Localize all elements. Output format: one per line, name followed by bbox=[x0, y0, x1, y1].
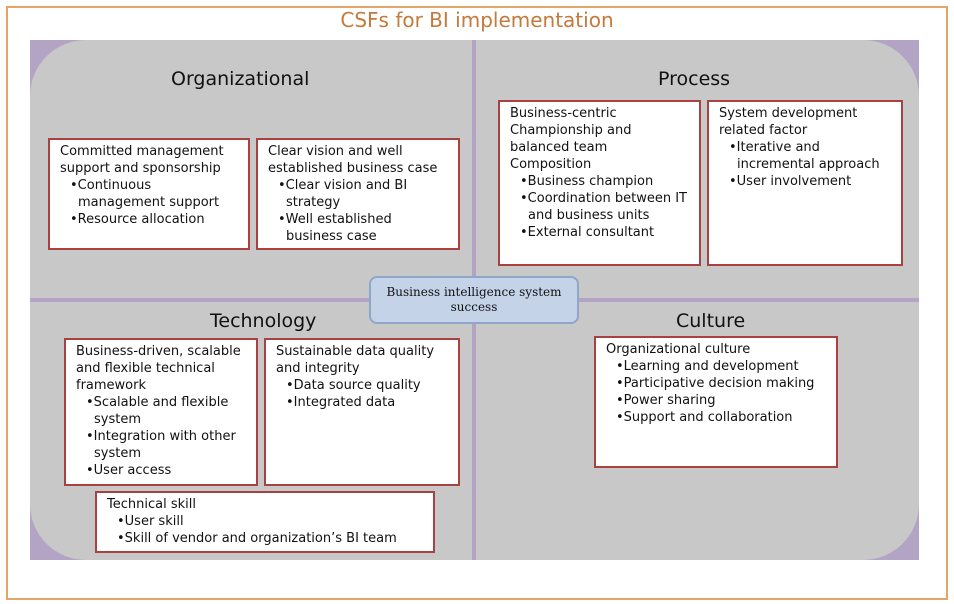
box-title: Organizational culture bbox=[606, 342, 751, 357]
box-title: Committed management support and sponsor… bbox=[60, 144, 224, 176]
list-item: Clear vision and BI strategy bbox=[268, 177, 448, 211]
list-item: Iterative and incremental approach bbox=[719, 139, 891, 173]
box-title: System development related factor bbox=[719, 106, 858, 138]
heading-process: Process bbox=[658, 68, 731, 90]
list-item: User skill bbox=[107, 513, 423, 530]
list-item: User access bbox=[76, 462, 246, 479]
list-item: Well established business case bbox=[268, 211, 448, 245]
heading-culture: Culture bbox=[676, 310, 746, 332]
box-technical-framework: Business-driven, scalable and flexible t… bbox=[64, 338, 258, 486]
list-item: Data source quality bbox=[276, 377, 448, 394]
box-title: Business-centric Championship and balanc… bbox=[510, 106, 632, 172]
box-data-quality: Sustainable data quality and integrity D… bbox=[264, 338, 460, 486]
list-item: User involvement bbox=[719, 173, 891, 190]
box-title: Clear vision and well established busine… bbox=[268, 144, 438, 176]
list-item: Support and collaboration bbox=[606, 409, 826, 426]
box-system-development: System development related factor Iterat… bbox=[707, 100, 903, 266]
box-title: Business-driven, scalable and flexible t… bbox=[76, 344, 241, 393]
list-item: Coordination between IT and business uni… bbox=[510, 190, 689, 224]
box-committed-management: Committed management support and sponsor… bbox=[48, 138, 250, 250]
heading-technology: Technology bbox=[210, 310, 317, 332]
list-item: Skill of vendor and organization’s BI te… bbox=[107, 530, 423, 547]
list-item: External consultant bbox=[510, 224, 689, 241]
list-item: Integrated data bbox=[276, 394, 448, 411]
heading-organizational: Organizational bbox=[171, 68, 310, 90]
list-item: Integration with other system bbox=[76, 428, 246, 462]
diagram-title: CSFs for BI implementation bbox=[340, 8, 614, 32]
list-item: Scalable and flexible system bbox=[76, 394, 246, 428]
box-title: Sustainable data quality and integrity bbox=[276, 344, 435, 376]
list-item: Resource allocation bbox=[60, 211, 238, 228]
list-item: Business champion bbox=[510, 173, 689, 190]
box-title: Technical skill bbox=[107, 497, 196, 512]
list-item: Participative decision making bbox=[606, 375, 826, 392]
box-business-centric: Business-centric Championship and balanc… bbox=[498, 100, 701, 266]
box-organizational-culture: Organizational culture Learning and deve… bbox=[594, 336, 838, 468]
list-item: Continuous management support bbox=[60, 177, 238, 211]
center-success-label: Business intelligence system success bbox=[369, 276, 579, 324]
box-technical-skill: Technical skill User skill Skill of vend… bbox=[95, 491, 435, 553]
box-clear-vision: Clear vision and well established busine… bbox=[256, 138, 460, 250]
list-item: Learning and development bbox=[606, 358, 826, 375]
list-item: Power sharing bbox=[606, 392, 826, 409]
